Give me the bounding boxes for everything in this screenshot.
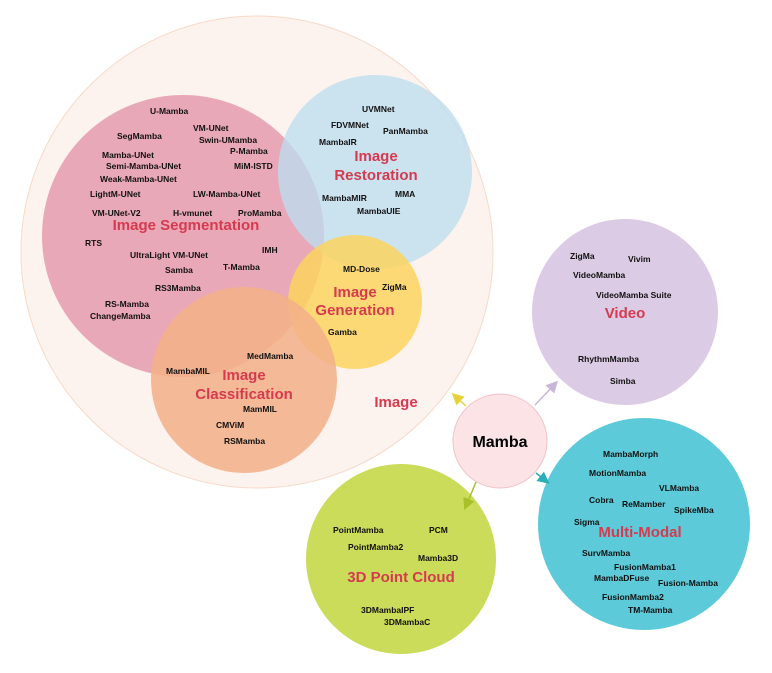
segmentation-item: RTS xyxy=(85,238,102,248)
pointcloud-item: PointMamba xyxy=(333,525,384,535)
multimodal-circle xyxy=(538,418,750,630)
generation-title-line2: Generation xyxy=(315,302,394,319)
pointcloud-item: Mamba3D xyxy=(418,553,458,563)
pointcloud-item: 3DMambaC xyxy=(384,617,430,627)
restoration-item: MMA xyxy=(395,189,415,199)
segmentation-item: H-vmunet xyxy=(173,208,212,218)
pointcloud-item: PCM xyxy=(429,525,448,535)
segmentation-item: U-Mamba xyxy=(150,106,189,116)
multimodal-item: SurvMamba xyxy=(582,548,630,558)
restoration-item: PanMamba xyxy=(383,126,428,136)
segmentation-item: VM-UNet xyxy=(193,123,229,133)
arrow-to-image xyxy=(451,392,467,407)
restoration-title-line1: Image xyxy=(354,148,397,165)
generation-item: Gamba xyxy=(328,327,357,337)
multimodal-item: FusionMamba2 xyxy=(602,592,664,602)
multimodal-item: MotionMamba xyxy=(589,468,646,478)
center-label: Mamba xyxy=(472,434,527,451)
restoration-item: FDVMNet xyxy=(331,120,369,130)
video-item: Vivim xyxy=(628,254,651,264)
video-circle xyxy=(532,219,718,405)
video-item: VideoMamba xyxy=(573,270,626,280)
classification-circle xyxy=(151,287,337,473)
restoration-circle xyxy=(278,75,472,269)
segmentation-item: LW-Mamba-UNet xyxy=(193,189,261,199)
multimodal-item: VLMamba xyxy=(659,483,699,493)
segmentation-item: RS-Mamba xyxy=(105,299,149,309)
video-item: VideoMamba Suite xyxy=(596,290,672,300)
segmentation-item: ChangeMamba xyxy=(90,311,151,321)
arrow-to-multimodal xyxy=(535,471,550,484)
segmentation-item: MiM-ISTD xyxy=(234,161,273,171)
video-item: Simba xyxy=(610,376,636,386)
segmentation-item: UltraLight VM-UNet xyxy=(130,250,208,260)
restoration-item: MambaMIR xyxy=(322,193,367,203)
arrow-to-pointcloud xyxy=(463,481,477,511)
segmentation-item: ProMamba xyxy=(238,208,282,218)
classification-item: MedMamba xyxy=(247,351,294,361)
classification-title-line1: Image xyxy=(222,367,265,384)
classification-item: RSMamba xyxy=(224,436,265,446)
multimodal-item: MambaMorph xyxy=(603,449,658,459)
multimodal-item: Sigma xyxy=(574,517,600,527)
pointcloud-item: 3DMambaIPF xyxy=(361,605,414,615)
segmentation-item: VM-UNet-V2 xyxy=(92,208,141,218)
restoration-item: MambaIR xyxy=(319,137,357,147)
multimodal-item: SpikeMba xyxy=(674,505,714,515)
segmentation-item: IMH xyxy=(262,245,278,255)
restoration-item: MambaUIE xyxy=(357,206,401,216)
pointcloud-circle xyxy=(306,464,496,654)
restoration-item: UVMNet xyxy=(362,104,395,114)
segmentation-title: Image Segmentation xyxy=(113,217,260,234)
image-group-label: Image xyxy=(374,394,417,411)
segmentation-item: Mamba-UNet xyxy=(102,150,154,160)
center-circle xyxy=(452,393,548,489)
pointcloud-item: PointMamba2 xyxy=(348,542,404,552)
generation-title-line1: Image xyxy=(333,284,376,301)
segmentation-item: SegMamba xyxy=(117,131,162,141)
multimodal-item: TM-Mamba xyxy=(628,605,673,615)
segmentation-item: Semi-Mamba-UNet xyxy=(106,161,181,171)
multimodal-item: ReMamber xyxy=(622,499,666,509)
video-item: ZigMa xyxy=(570,251,595,261)
multimodal-title: Multi-Modal xyxy=(598,524,681,541)
classification-item: MamMIL xyxy=(243,404,277,414)
segmentation-item: Samba xyxy=(165,265,193,275)
video-title: Video xyxy=(605,305,646,322)
pointcloud-title: 3D Point Cloud xyxy=(347,569,455,586)
classification-item: CMViM xyxy=(216,420,244,430)
arrow-to-video xyxy=(534,380,559,406)
multimodal-item: FusionMamba1 xyxy=(614,562,676,572)
multimodal-item: Cobra xyxy=(589,495,614,505)
video-item: RhythmMamba xyxy=(578,354,639,364)
generation-item: MD-Dose xyxy=(343,264,380,274)
segmentation-item: Weak-Mamba-UNet xyxy=(100,174,177,184)
classification-title-line2: Classification xyxy=(195,386,293,403)
multimodal-item: Fusion-Mamba xyxy=(658,578,718,588)
generation-item: ZigMa xyxy=(382,282,407,292)
segmentation-item: T-Mamba xyxy=(223,262,260,272)
segmentation-item: P-Mamba xyxy=(230,146,268,156)
multimodal-item: MambaDFuse xyxy=(594,573,650,583)
segmentation-item: Swin-UMamba xyxy=(199,135,257,145)
segmentation-item: RS3Mamba xyxy=(155,283,201,293)
segmentation-item: LightM-UNet xyxy=(90,189,141,199)
classification-item: MambaMIL xyxy=(166,366,210,376)
restoration-title-line2: Restoration xyxy=(334,167,417,184)
